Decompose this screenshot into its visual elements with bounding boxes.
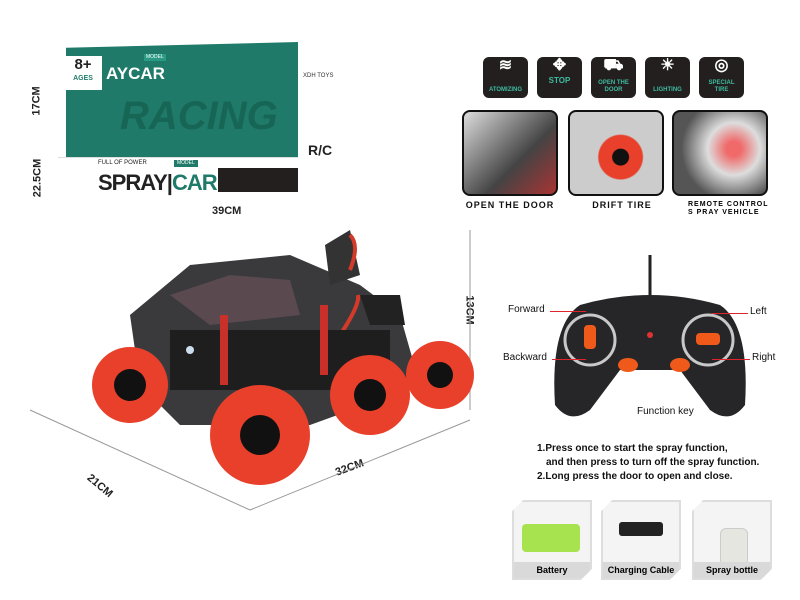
label-backward: Backward — [503, 352, 547, 363]
photo-caption-drift-tire: DRIFT TIRE — [592, 200, 652, 210]
accessory-spray-bottle: Spray bottle — [692, 500, 772, 580]
feature-icons: ≋ATOMIZING ✥STOP ⛟OPEN THE DOOR ☀LIGHTIN… — [483, 57, 744, 98]
box-brand: XDH TOYS — [303, 73, 334, 79]
dim-box-width: 39CM — [212, 205, 242, 217]
usb-cable-icon — [619, 522, 663, 536]
leader-forward — [550, 311, 586, 312]
leader-backward — [552, 359, 586, 360]
spray-icon: ≋ — [498, 57, 513, 74]
photo-caption-open-door: OPEN THE DOOR — [465, 200, 555, 210]
photo-drift-tire — [568, 110, 664, 196]
tire-icon: ◎ — [714, 57, 729, 74]
label-right: Right — [752, 352, 776, 363]
feature-lighting: ☀LIGHTING — [645, 57, 690, 98]
bulb-icon: ☀ — [660, 57, 675, 74]
battery-icon — [522, 524, 580, 552]
arrows-icon: ✥ — [552, 57, 567, 74]
label-forward: Forward — [508, 304, 545, 315]
photo-caption-spray-vehicle: REMOTE CONTROL S PRAY VEHICLE — [688, 201, 769, 216]
box-top-title: AYCAR — [106, 64, 165, 83]
leader-right — [712, 359, 750, 360]
box-top-model: MODEL — [144, 54, 166, 61]
box-rc-logo: R/C — [308, 142, 333, 158]
label-function-key: Function key — [637, 406, 694, 417]
box-window — [66, 42, 298, 157]
photo-spray-vehicle — [672, 110, 768, 196]
feature-open-door: ⛟OPEN THE DOOR — [591, 57, 636, 98]
package-box: RACING 8+ AGES MODEL AYCAR FULL OF POWER… — [58, 42, 333, 202]
leader-left — [712, 313, 748, 314]
instructions: 1.Press once to start the spray function… — [537, 443, 760, 482]
feature-special-tire: ◎SPECIAL TIRE — [699, 57, 744, 98]
accessory-charging-cable: Charging Cable — [601, 500, 681, 580]
box-background-word: RACING — [120, 94, 278, 138]
box-tagline: FULL OF POWER — [98, 160, 147, 166]
box-feature-strip — [218, 168, 298, 192]
box-model-badge: MODEL — [174, 160, 198, 167]
label-left: Left — [750, 306, 767, 317]
box-title: SPRAY|CAR — [98, 170, 218, 195]
age-badge: 8+ AGES — [64, 56, 102, 90]
feature-atomizing: ≋ATOMIZING — [483, 57, 528, 98]
feature-stop: ✥STOP — [537, 57, 582, 98]
car-doors-icon: ⛟ — [603, 57, 624, 74]
remote-controller-image — [554, 255, 746, 417]
rc-spray-car-image — [92, 230, 474, 485]
photo-open-door — [462, 110, 558, 196]
bottle-icon — [720, 528, 748, 566]
accessory-battery: Battery — [512, 500, 592, 580]
